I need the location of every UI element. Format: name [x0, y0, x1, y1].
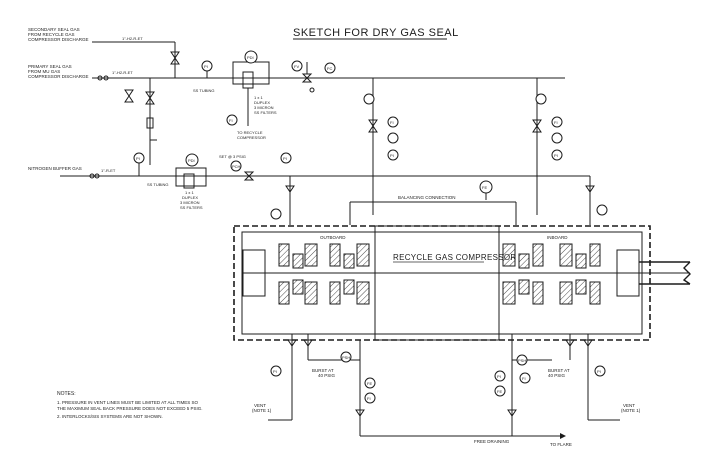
primary-line-spec: 1"-H2-R-ET [112, 70, 133, 75]
svg-text:FE: FE [497, 389, 502, 394]
pi-gauge-inboard-top [596, 204, 608, 216]
svg-text:COMPRESSOR DISCHARGE: COMPRESSOR DISCHARGE [28, 74, 89, 79]
nitrogen-buffer-line: 1"-R-ET SS TUBING PI [60, 152, 290, 187]
compressor-label: RECYCLE GAS COMPRESSOR [393, 253, 517, 262]
compressor-body [374, 225, 500, 341]
svg-text:SS FILTERS: SS FILTERS [254, 110, 277, 115]
outboard-seal-assembly [278, 243, 370, 305]
svg-text:2. INTERLOCKS/SIS SYSTEMS ARE: 2. INTERLOCKS/SIS SYSTEMS ARE NOT SHOWN. [57, 414, 163, 419]
svg-text:SET @ 3 PSIG: SET @ 3 PSIG [219, 154, 246, 159]
ss-tubing-2: SS TUBING [147, 182, 169, 187]
svg-text:PI: PI [283, 156, 287, 161]
pi-gauge-primary: PI [201, 60, 213, 78]
svg-text:1 x 1: 1 x 1 [254, 95, 263, 100]
svg-text:PRIMARY SEAL GAS: PRIMARY SEAL GAS [28, 64, 72, 69]
svg-text:SECONDARY SEAL GAS: SECONDARY SEAL GAS [28, 27, 80, 32]
svg-text:PCH: PCH [232, 164, 241, 169]
svg-text:PI: PI [204, 64, 208, 69]
svg-text:40 PSIG: 40 PSIG [318, 373, 336, 378]
outboard-label: OUTBOARD [320, 235, 346, 240]
svg-text:FREE DRAINING: FREE DRAINING [474, 439, 510, 444]
shaft-coupling [639, 261, 691, 285]
svg-text:THE MAXIMUM SEAL BACK PRESSURE: THE MAXIMUM SEAL BACK PRESSURE DOES NOT … [57, 406, 203, 411]
svg-text:1 x 1: 1 x 1 [185, 190, 194, 195]
svg-text:FV: FV [294, 64, 299, 69]
svg-text:FI: FI [522, 376, 526, 381]
svg-text:3 MICRON: 3 MICRON [254, 105, 274, 110]
svg-text:(NOTE 1): (NOTE 1) [252, 408, 272, 413]
ss-tubing-1: SS TUBING [193, 88, 215, 93]
diagram-title: SKETCH FOR DRY GAS SEAL [293, 27, 459, 39]
secondary-line-spec: 1"-H2-R-ET [122, 36, 143, 41]
svg-text:FROM RECYCLE GAS: FROM RECYCLE GAS [28, 32, 75, 37]
svg-text:COMPRESSOR: COMPRESSOR [237, 135, 266, 140]
casing-inner [241, 231, 643, 335]
notes-block: NOTES: 1. PRESSURE IN VENT LINES MUST BE… [57, 391, 203, 419]
svg-text:TO RECYCLE: TO RECYCLE [237, 130, 263, 135]
svg-text:PI: PI [597, 369, 601, 374]
fe-instrument-top: FE [479, 180, 493, 200]
nitrogen-source-label: NITROGEN BUFFER GAS [28, 166, 82, 171]
flow-control-valve: FV FC [291, 60, 336, 93]
duplex-filter-2: PDI 1 x 1 DUPLEX 3 MICRON SS FILTERS [175, 153, 207, 210]
svg-text:PI: PI [554, 153, 558, 158]
svg-text:PI: PI [497, 374, 501, 379]
svg-text:PSH: PSH [518, 358, 526, 363]
svg-text:FI: FI [367, 396, 371, 401]
flare-header: FREE DRAINING TO FLARE [360, 433, 572, 447]
svg-text:DUPLEX: DUPLEX [254, 100, 270, 105]
primary-source-label: PRIMARY SEAL GAS FROM MU GAS COMPRESSOR … [28, 64, 89, 79]
nitrogen-line-spec: 1"-R-ET [101, 168, 116, 173]
svg-text:PI: PI [136, 156, 140, 161]
header-drop-right: FI PI [532, 78, 563, 215]
svg-text:BALANCING CONNECTION: BALANCING CONNECTION [398, 195, 456, 200]
svg-text:FC: FC [327, 66, 332, 71]
inboard-vent-drain: PI FE PSH FI PI BURST AT 40 PSIG VENT (N… [494, 334, 641, 436]
primary-seal-line: 1"-H2-R-ET SS TUBING [92, 70, 565, 165]
inboard-seal-assembly [502, 243, 601, 305]
svg-text:PSH: PSH [342, 355, 350, 360]
secondary-source-label: SECONDARY SEAL GAS FROM RECYCLE GAS COMP… [28, 27, 89, 42]
svg-text:TO FLARE: TO FLARE [550, 442, 572, 447]
inboard-label: INBOARD [547, 235, 568, 240]
duplex-filter-1: PDI 1 x 1 DUPLEX 3 MICRON SS FILTERS [232, 50, 277, 115]
to-recycle-branch: FI TO RECYCLE COMPRESSOR [226, 108, 266, 140]
svg-text:VENT: VENT [623, 403, 635, 408]
svg-text:40 PSIG: 40 PSIG [548, 373, 566, 378]
svg-text:VENT: VENT [254, 403, 266, 408]
nitrogen-pressure-regulator: SET @ 3 PSIG PCH PI [219, 152, 595, 225]
svg-text:FI: FI [390, 120, 394, 125]
svg-text:PDI: PDI [247, 55, 254, 60]
svg-text:PI: PI [273, 369, 277, 374]
svg-text:COMPRESSOR DISCHARGE: COMPRESSOR DISCHARGE [28, 37, 89, 42]
svg-text:PDI: PDI [188, 158, 195, 163]
header-drop-left: FI PI [363, 78, 399, 215]
svg-text:BURST AT: BURST AT [312, 368, 334, 373]
svg-text:FI: FI [554, 120, 558, 125]
svg-text:DUPLEX: DUPLEX [182, 195, 198, 200]
secondary-seal-line: 1"-H2-R-ET [92, 36, 180, 78]
svg-text:PI: PI [390, 153, 394, 158]
outboard-vent-drain: PI PSH FE FI BURST AT 40 PSIG VENT (NOTE… [252, 334, 376, 436]
svg-text:1. PRESSURE IN VENT LINES MUST: 1. PRESSURE IN VENT LINES MUST BE LIMITE… [57, 400, 198, 405]
balancing-connection: BALANCING CONNECTION [349, 195, 517, 225]
svg-text:BURST AT: BURST AT [548, 368, 570, 373]
svg-text:NOTES:: NOTES: [57, 391, 76, 397]
svg-text:3 MICRON: 3 MICRON [180, 200, 200, 205]
svg-text:FROM MU GAS: FROM MU GAS [28, 69, 60, 74]
svg-text:SS FILTERS: SS FILTERS [180, 205, 203, 210]
svg-text:FE: FE [482, 185, 487, 190]
svg-text:FE: FE [367, 381, 372, 386]
pi-gauge-outboard-top [270, 208, 282, 220]
svg-text:(NOTE 1): (NOTE 1) [621, 408, 641, 413]
svg-text:FI: FI [229, 118, 233, 123]
